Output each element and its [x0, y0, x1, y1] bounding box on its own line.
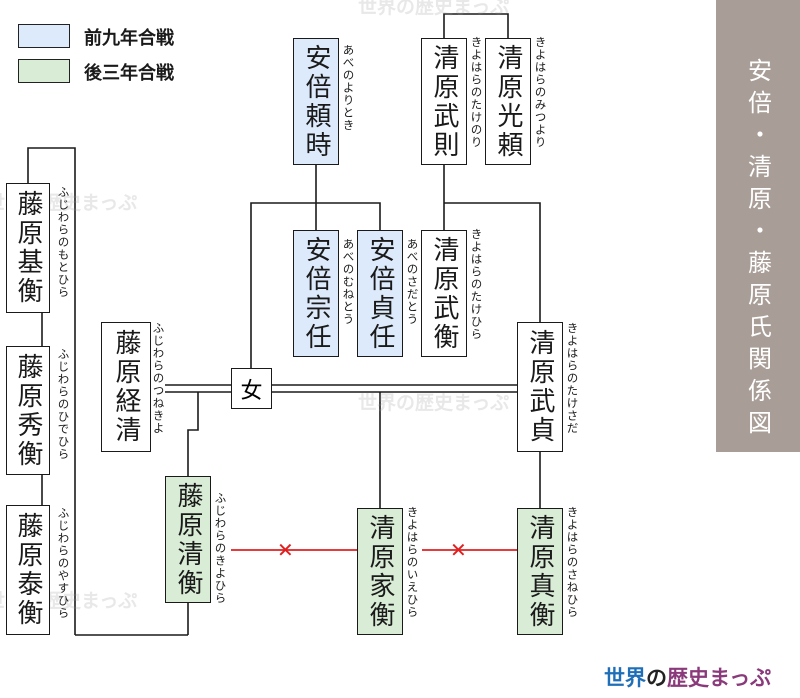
reading-kiyohara-takehira: きよはらのたけひら	[469, 228, 484, 341]
reading-fujiwara-motohira: ふじわらのもとひら	[56, 186, 71, 299]
name-kiyohara-sanehira: 清原真衡	[525, 513, 555, 630]
legend-swatch-gosannen	[18, 59, 70, 83]
name-abe-yoritoki: 安倍頼時	[301, 43, 331, 160]
conflict-cross-icon-left: ✕	[277, 538, 294, 562]
node-abe-muneto: 安倍宗任	[293, 230, 339, 357]
name-fujiwara-tsunekiyo: 藤原経清	[111, 329, 141, 445]
node-kiyohara-takenori: 清原武則	[421, 38, 467, 165]
diagram-title: 安倍・清原・藤原氏関係図	[743, 58, 772, 442]
node-kiyohara-takehira: 清原武衡	[421, 230, 467, 357]
node-fujiwara-yasuhira: 藤原泰衡	[6, 505, 50, 635]
node-kiyohara-takesada: 清原武貞	[517, 322, 563, 452]
watermark-center: 世界の歴史まっぷ	[358, 392, 510, 414]
reading-fujiwara-kiyohira: ふじわらのきよひら	[213, 492, 228, 605]
kiyohara-parent-line	[443, 13, 509, 38]
node-fujiwara-kiyohira: 藤原清衡	[165, 476, 211, 603]
node-kiyohara-iehira: 清原家衡	[357, 508, 403, 635]
name-kiyohara-iehira: 清原家衡	[365, 513, 395, 630]
reading-abe-muneto: あべのむねとう	[341, 238, 356, 326]
name-fujiwara-hidehira: 藤原秀衡	[13, 352, 43, 469]
takenori-to-takesada	[444, 202, 541, 322]
name-fujiwara-yasuhira: 藤原泰衡	[13, 512, 43, 628]
reading-abe-yoritoki: あべのよりとき	[341, 44, 356, 132]
reading-kiyohara-iehira: きよはらのいえひら	[405, 506, 420, 619]
name-fujiwara-motohira: 藤原基衡	[13, 190, 43, 306]
conflict-cross-icon-right: ✕	[450, 538, 467, 562]
legend-swatch-zenkunen	[18, 24, 70, 48]
site-logo: 世界の歴史まっぷ	[604, 662, 771, 692]
legend-label-zenkunen: 前九年合戦	[84, 28, 174, 49]
logo-part-3: 歴史まっぷ	[667, 666, 772, 690]
watermark-top: 世界の歴史まっぷ	[358, 0, 510, 18]
name-kiyohara-takesada: 清原武貞	[525, 329, 555, 445]
node-abe-sadato: 安倍貞任	[357, 230, 403, 357]
tsunekiyo-woman-to-kiyohira	[187, 392, 199, 476]
name-kiyohara-takehira: 清原武衡	[429, 235, 459, 352]
name-abe-sadato: 安倍貞任	[365, 235, 395, 352]
reading-kiyohara-sanehira: きよはらのさねひら	[565, 506, 580, 619]
reading-kiyohara-takenori: きよはらのたけのり	[469, 36, 484, 149]
kiyohira-to-motohira	[27, 147, 76, 635]
name-woman: 女	[240, 378, 263, 404]
name-kiyohara-takenori: 清原武則	[429, 43, 459, 160]
reading-fujiwara-yasuhira: ふじわらのやすひら	[56, 507, 71, 620]
reading-kiyohara-takesada: きよはらのたけさだ	[565, 322, 580, 435]
reading-abe-sadato: あべのさだとう	[405, 238, 420, 326]
node-fujiwara-tsunekiyo: 藤原経清	[101, 322, 151, 452]
logo-part-2: の	[646, 666, 667, 690]
name-abe-muneto: 安倍宗任	[301, 235, 331, 352]
node-fujiwara-motohira: 藤原基衡	[6, 183, 50, 313]
node-woman: 女	[231, 368, 272, 409]
node-fujiwara-hidehira: 藤原秀衡	[6, 346, 50, 475]
legend-label-gosannen: 後三年合戦	[84, 63, 174, 84]
logo-part-1: 世界	[604, 666, 646, 690]
reading-fujiwara-hidehira: ふじわらのひでひら	[56, 348, 71, 461]
name-kiyohara-mitsuyori: 清原光頼	[493, 43, 523, 160]
node-kiyohara-sanehira: 清原真衡	[517, 508, 563, 635]
node-abe-yoritoki: 安倍頼時	[293, 38, 339, 165]
reading-kiyohara-mitsuyori: きよはらのみつより	[533, 36, 548, 149]
title-panel: 安倍・清原・藤原氏関係図	[716, 0, 800, 452]
node-kiyohara-mitsuyori: 清原光頼	[485, 38, 531, 165]
reading-fujiwara-tsunekiyo: ふじわらのつねきよ	[151, 322, 166, 435]
name-fujiwara-kiyohira: 藤原清衡	[173, 481, 203, 598]
